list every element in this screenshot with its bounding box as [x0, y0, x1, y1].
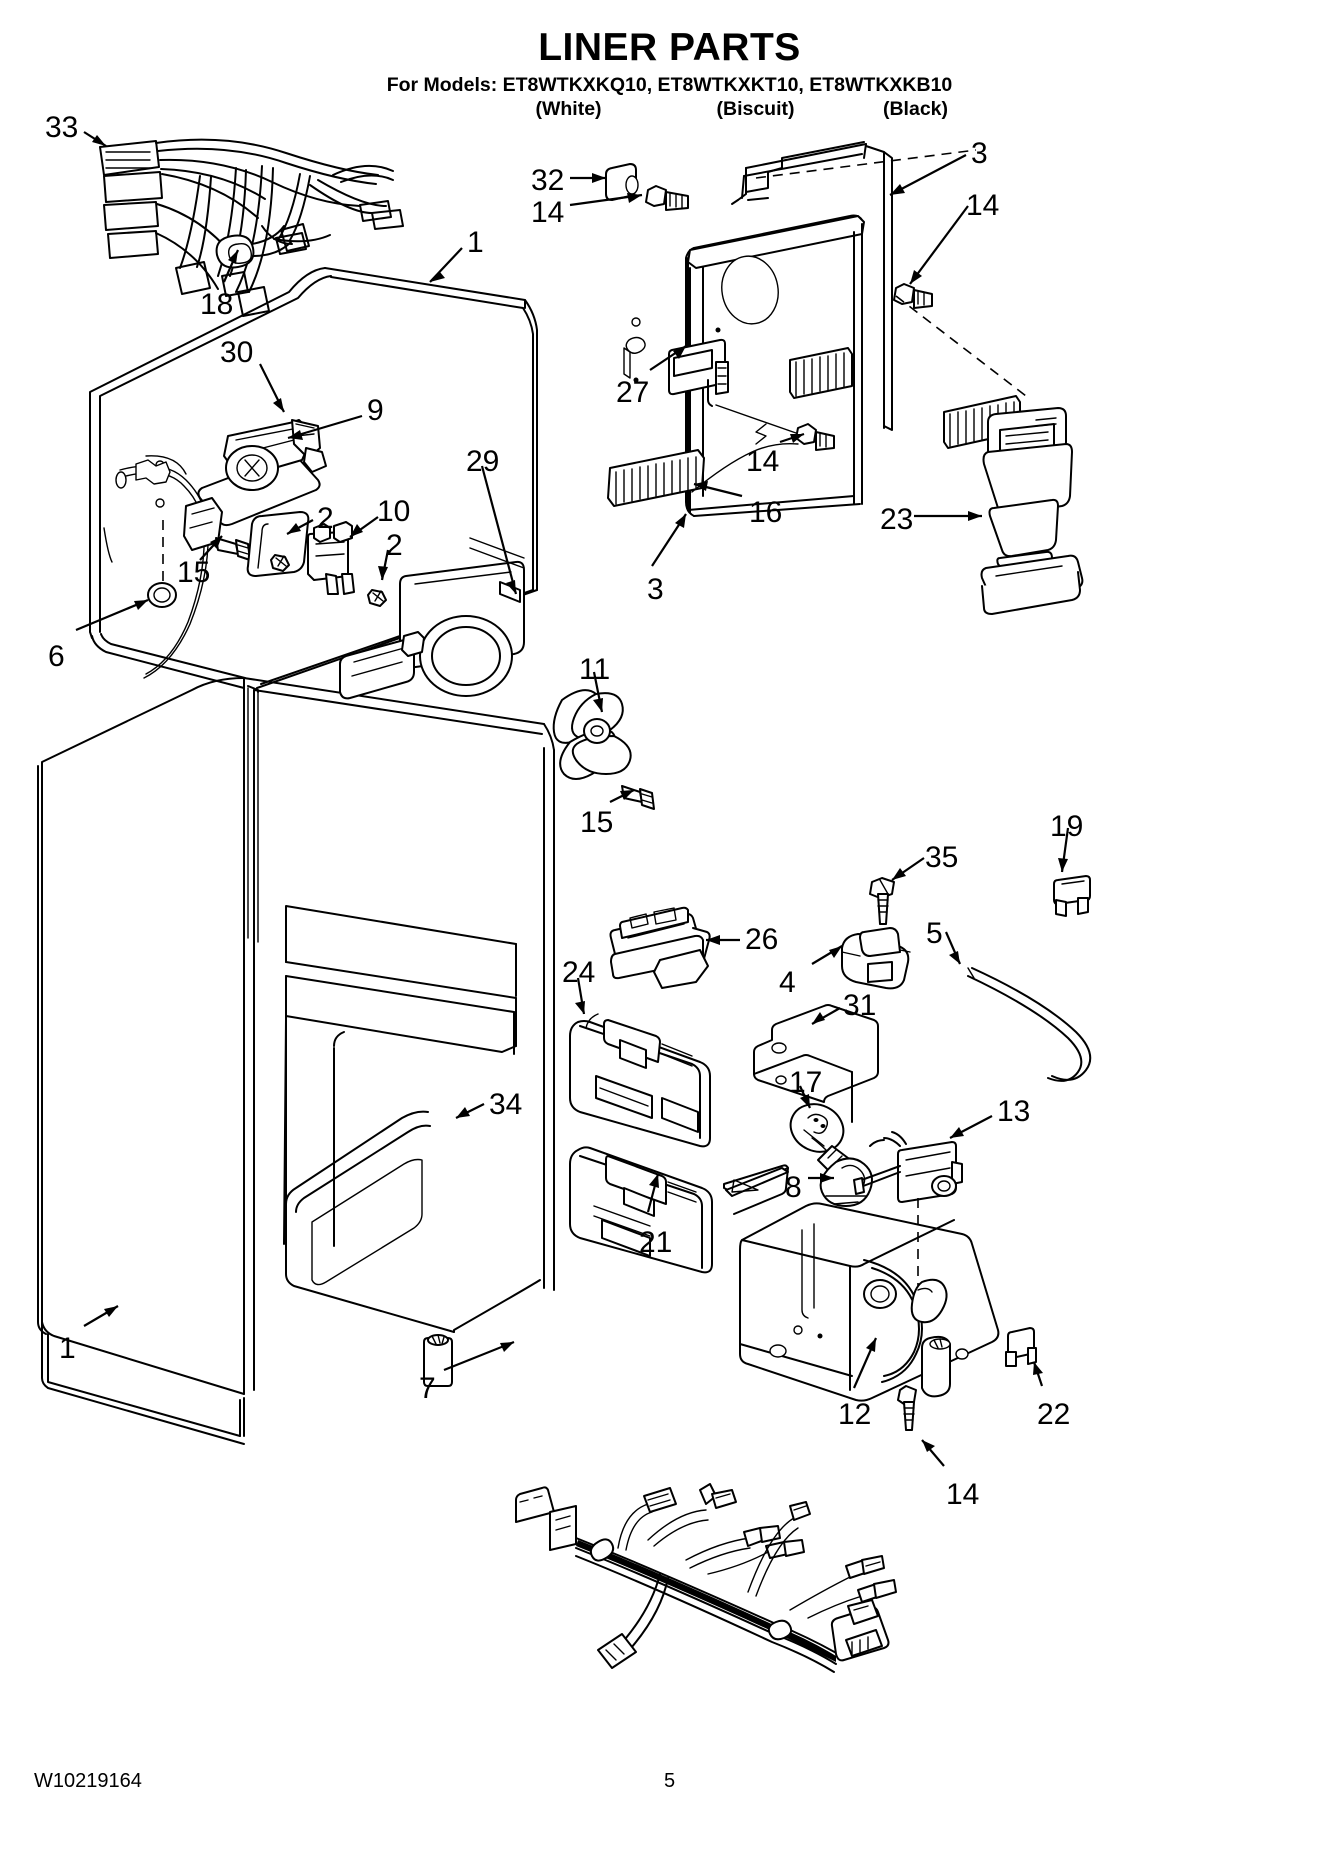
callout-9[interactable]: 9 — [367, 394, 384, 427]
callout-5[interactable]: 5 — [926, 917, 943, 950]
callout-15-fan[interactable]: 15 — [580, 806, 614, 839]
model-colors: (White) (Biscuit) (Black) — [0, 98, 1339, 121]
shield-31-art — [754, 1005, 878, 1122]
damper-switch-assembly-art — [104, 420, 386, 678]
callout-14-bottom[interactable]: 14 — [946, 1478, 980, 1511]
terminal-19-art — [1054, 876, 1090, 916]
wire-harness-lower-art — [516, 1484, 896, 1672]
callout-7[interactable]: 7 — [419, 1372, 436, 1405]
callout-14-top[interactable]: 14 — [531, 196, 565, 229]
ice-dispenser-art — [982, 408, 1083, 614]
cover-4-art — [842, 928, 910, 988]
callout-10[interactable]: 10 — [377, 495, 411, 528]
fan-shroud-art — [340, 538, 654, 809]
color-white: (White) — [535, 98, 602, 120]
callout-15-left[interactable]: 15 — [177, 556, 211, 589]
callout-33[interactable]: 33 — [45, 111, 79, 144]
callout-1-bottom[interactable]: 1 — [59, 1332, 76, 1365]
callout-24[interactable]: 24 — [562, 956, 596, 989]
callout-35[interactable]: 35 — [925, 841, 959, 874]
models-line: For Models: ET8WTKXKQ10, ET8WTKXKT10, ET… — [386, 74, 953, 96]
callout-2-lower[interactable]: 2 — [386, 529, 403, 562]
callout-31[interactable]: 31 — [843, 989, 877, 1022]
callout-30[interactable]: 30 — [220, 336, 254, 369]
wire-harness-upper-art — [100, 140, 403, 316]
callout-12[interactable]: 12 — [838, 1398, 872, 1431]
liner-cabinet-art — [38, 268, 554, 1444]
callout-17[interactable]: 17 — [789, 1066, 823, 1099]
callout-14-mid[interactable]: 14 — [746, 445, 780, 478]
page-title: LINER PARTS — [538, 26, 801, 69]
callout-32[interactable]: 32 — [531, 164, 565, 197]
light-socket-assembly-art — [611, 908, 710, 988]
callout-6[interactable]: 6 — [48, 640, 65, 673]
housing-lower-art — [570, 1147, 712, 1272]
callout-29[interactable]: 29 — [466, 445, 500, 478]
callout-22[interactable]: 22 — [1037, 1398, 1071, 1431]
color-biscuit: (Biscuit) — [716, 98, 795, 120]
callout-21[interactable]: 21 — [639, 1226, 673, 1259]
housing-upper-art — [570, 1014, 710, 1146]
callout-11[interactable]: 11 — [579, 653, 611, 686]
callout-8[interactable]: 8 — [785, 1171, 802, 1204]
callout-2-upper[interactable]: 2 — [317, 502, 334, 535]
color-black: (Black) — [882, 98, 949, 120]
callout-3-top[interactable]: 3 — [971, 137, 988, 170]
callout-34[interactable]: 34 — [489, 1088, 523, 1121]
callout-26[interactable]: 26 — [745, 923, 779, 956]
thermostat-13-art — [854, 1132, 962, 1288]
callout-19[interactable]: 19 — [1050, 810, 1084, 843]
tube-5-art — [968, 968, 1090, 1081]
callout-23[interactable]: 23 — [880, 503, 914, 536]
drain-pan-art — [740, 1203, 1036, 1430]
callout-27[interactable]: 27 — [616, 376, 650, 409]
footer-doc-number: W10219164 — [34, 1770, 142, 1792]
screw-35-art — [870, 878, 894, 924]
callout-16[interactable]: 16 — [749, 496, 783, 529]
callout-4[interactable]: 4 — [779, 966, 796, 999]
callout-13[interactable]: 13 — [997, 1095, 1031, 1128]
plug-button-art — [424, 1335, 452, 1386]
callout-3-bottom[interactable]: 3 — [647, 573, 664, 606]
footer-page-number: 5 — [663, 1770, 676, 1792]
rear-panel-art — [606, 142, 1026, 516]
callout-1-top[interactable]: 1 — [467, 226, 484, 259]
callout-18[interactable]: 18 — [200, 288, 234, 321]
callout-14-upper-right[interactable]: 14 — [966, 189, 1000, 222]
leader-lines — [76, 132, 1068, 1466]
